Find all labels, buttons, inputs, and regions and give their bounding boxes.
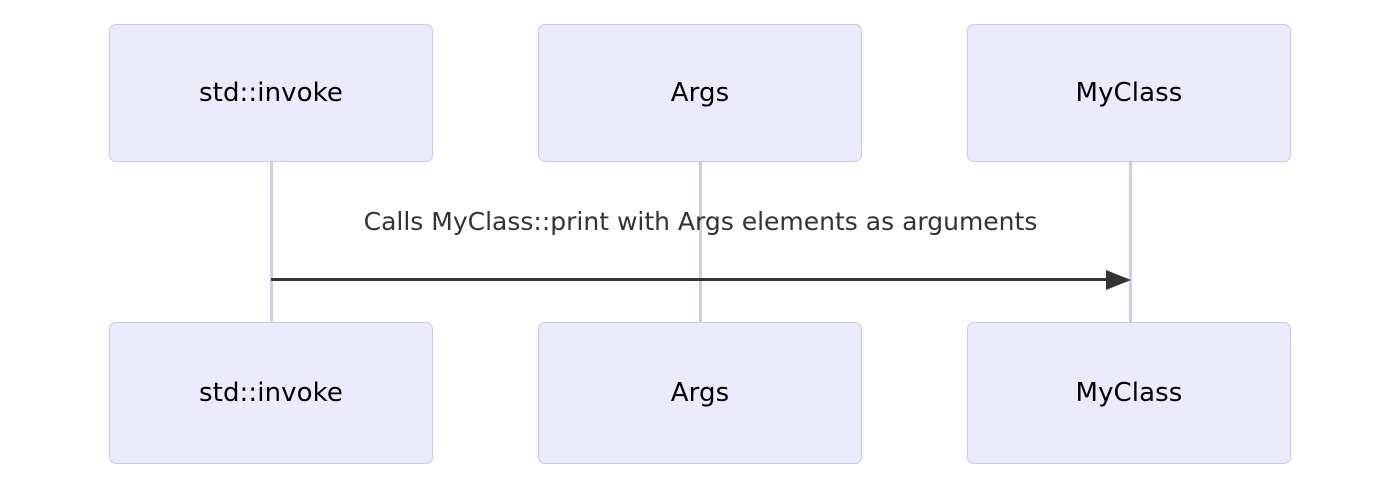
message-label-call-print: Calls MyClass::print with Args elements … <box>363 207 1038 236</box>
lifeline-std-invoke <box>270 160 273 324</box>
participant-box-bottom-args[interactable]: Args <box>538 322 862 464</box>
participant-box-bottom-std-invoke[interactable]: std::invoke <box>109 322 433 464</box>
lifeline-myclass <box>1129 160 1132 324</box>
participant-box-top-args[interactable]: Args <box>538 24 862 162</box>
participant-box-top-myclass[interactable]: MyClass <box>967 24 1291 162</box>
participant-label: Args <box>670 378 730 408</box>
participant-label: MyClass <box>1075 78 1183 108</box>
participant-label: std::invoke <box>199 78 343 108</box>
participant-box-bottom-myclass[interactable]: MyClass <box>967 322 1291 464</box>
participant-label: MyClass <box>1075 378 1183 408</box>
lifeline-args <box>699 160 702 324</box>
participant-label: Args <box>670 78 730 108</box>
participant-box-top-std-invoke[interactable]: std::invoke <box>109 24 433 162</box>
message-arrowhead-icon <box>1106 270 1131 290</box>
message-arrow-line <box>271 278 1111 281</box>
participant-label: std::invoke <box>199 378 343 408</box>
